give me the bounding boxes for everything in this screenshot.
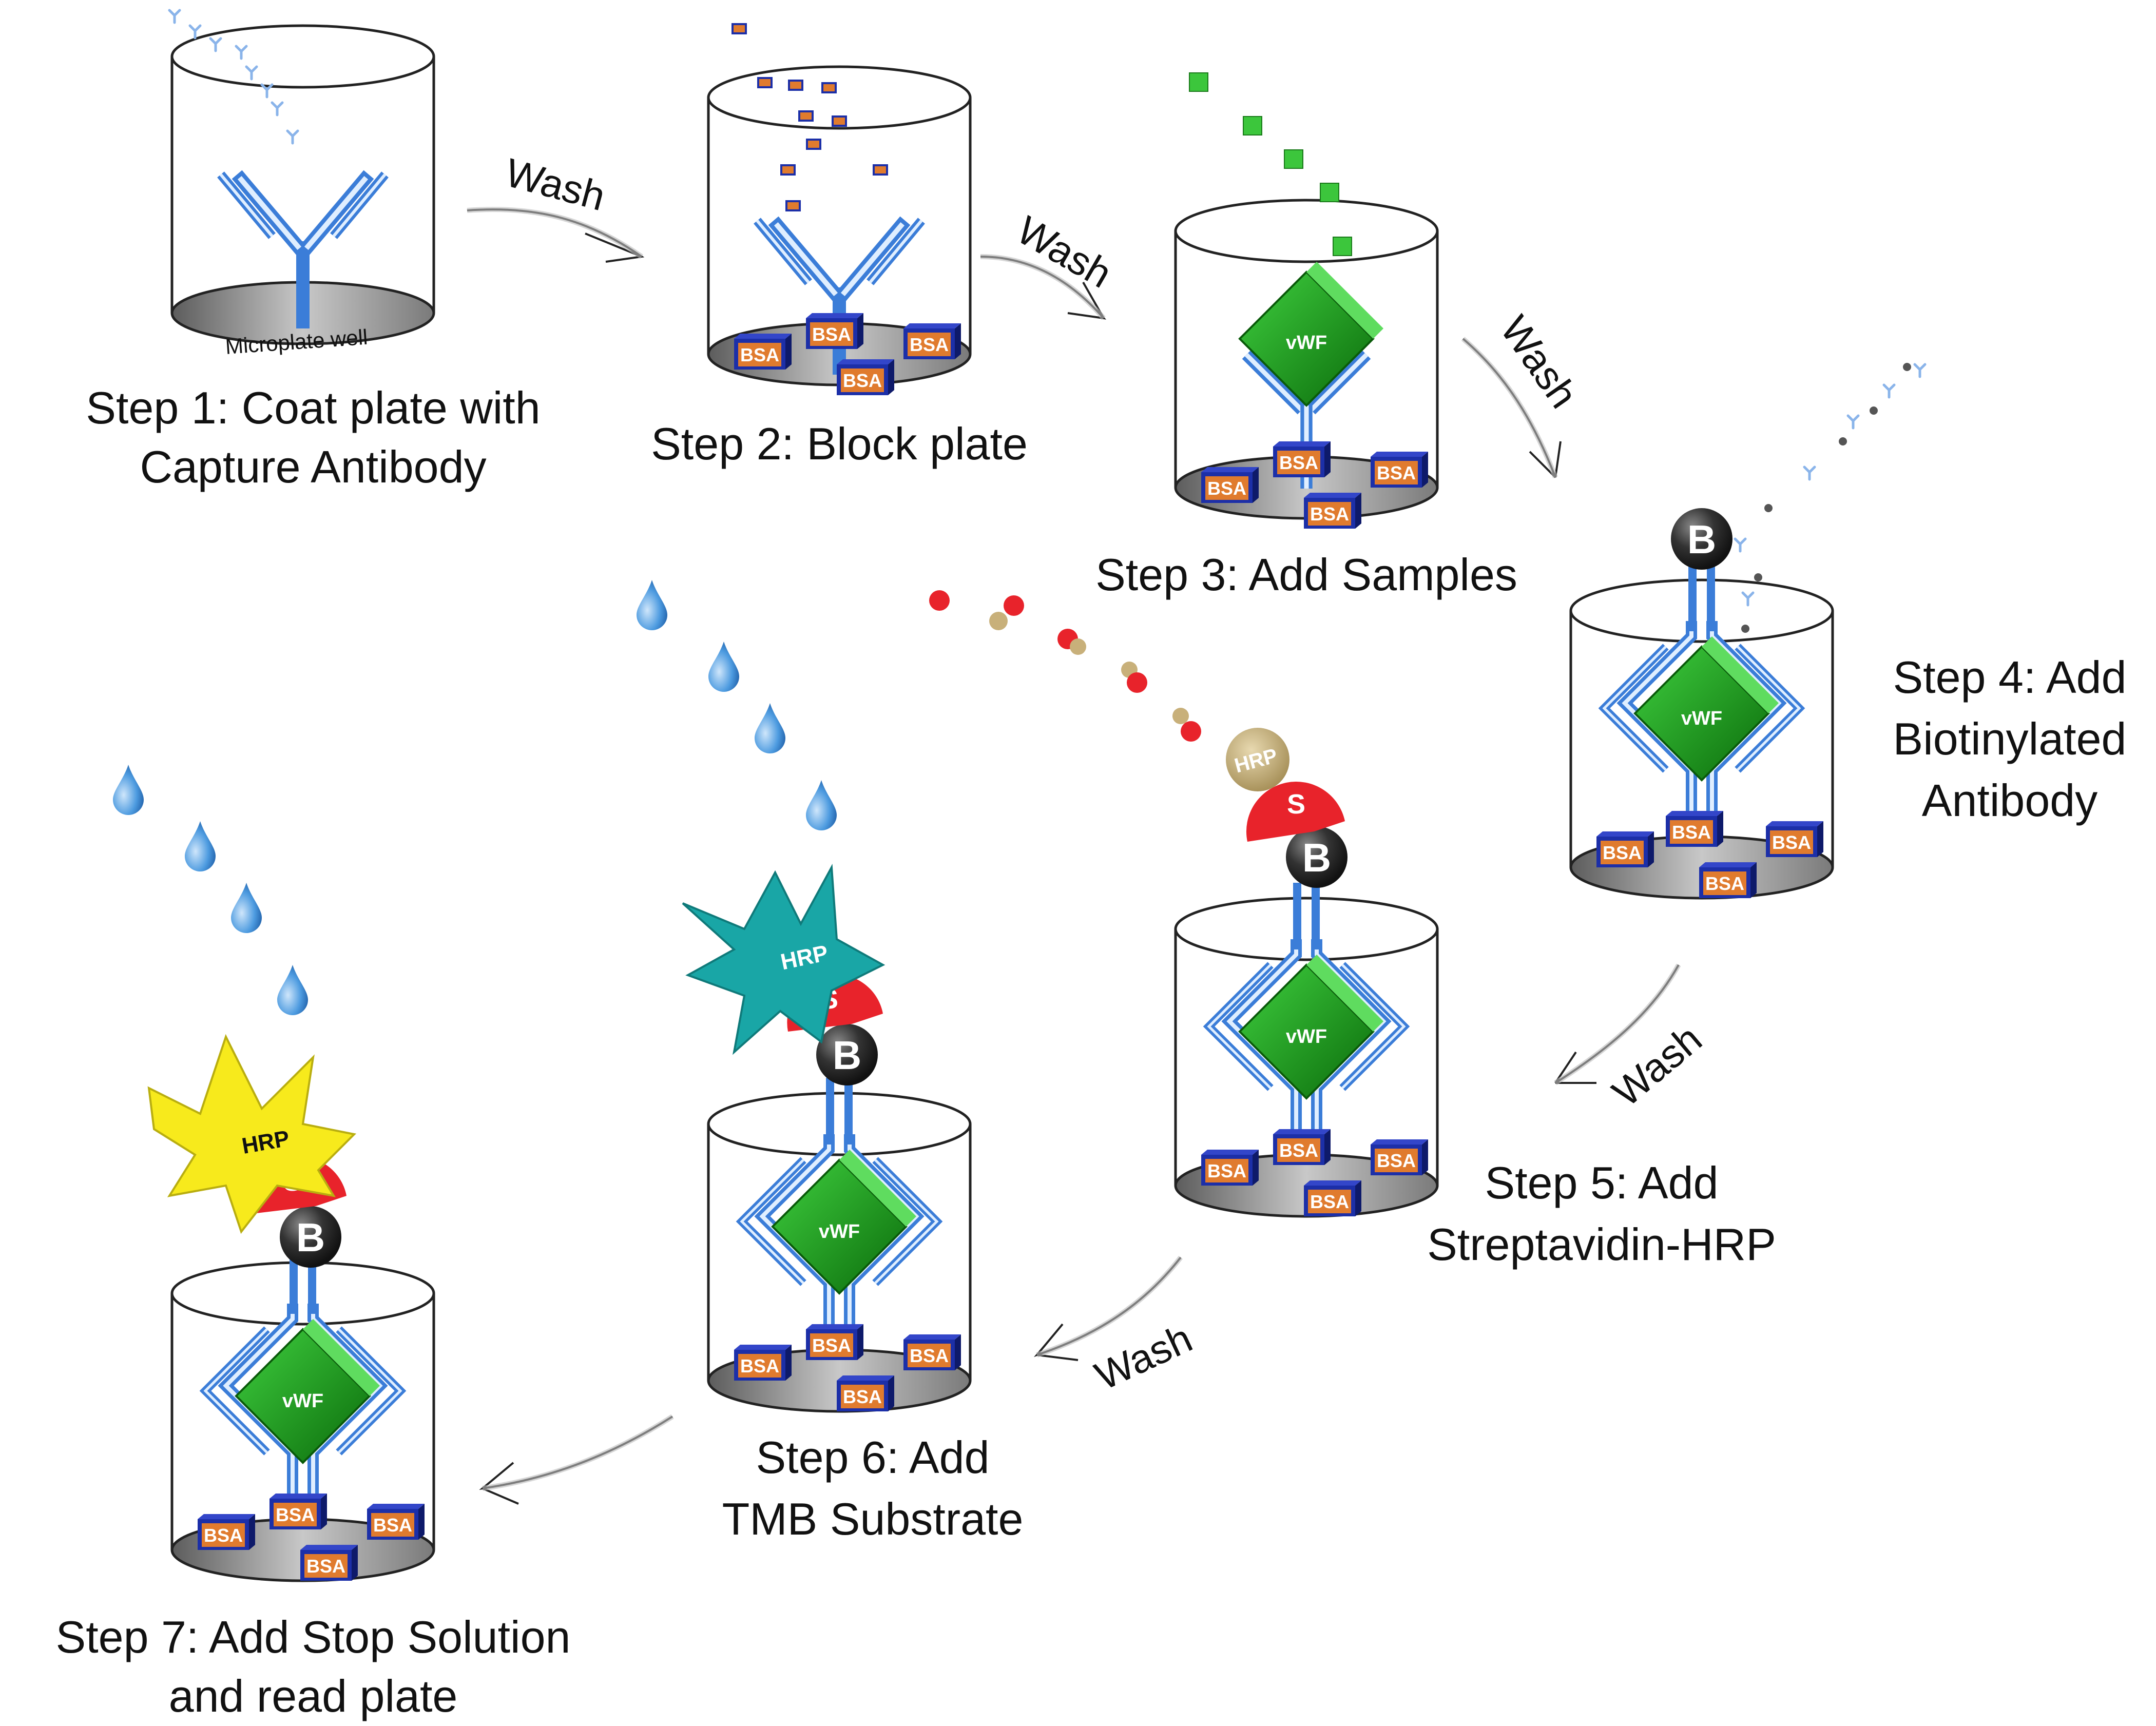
bsa-label: BSA — [306, 1556, 345, 1577]
bsa-label: BSA — [1207, 1160, 1246, 1181]
mini-strep-hrp — [929, 590, 1201, 742]
bsa-label: BSA — [204, 1525, 243, 1546]
bsa-label: BSA — [812, 324, 851, 345]
biotin-label-step7: B — [296, 1215, 325, 1260]
bsa-labels: BSA BSA BSA BSA BSA BSA BSA BSA BSA BSA BSA BSA BSA B… — [204, 324, 1811, 1577]
vwf-label-step7: vWF — [282, 1390, 323, 1412]
wash-arrow-6 — [479, 1414, 674, 1505]
wash-arrow-5: Wash — [1033, 1255, 1199, 1399]
biotin-label-step4: B — [1687, 517, 1716, 562]
wash-arrow-2: Wash — [980, 207, 1120, 320]
step1-label: Step 1: Coat plate with Capture Antibody — [86, 382, 540, 492]
well-step6: vWF B S HRP — [682, 864, 972, 1413]
bsa-label: BSA — [1310, 503, 1349, 525]
bsa-label: BSA — [1772, 832, 1811, 853]
strep-label-step5: S — [1287, 789, 1305, 820]
step4-line2: Biotinylated — [1893, 713, 2127, 764]
well-step3: vWF — [1174, 199, 1439, 529]
wash-label-5: Wash — [1088, 1315, 1199, 1399]
bsa-label: BSA — [1310, 1191, 1349, 1212]
step4-line3: Antibody — [1922, 775, 2097, 826]
mini-vwf-step3 — [1189, 72, 1352, 256]
step1-line2: Capture Antibody — [140, 441, 486, 492]
wash-label-4: Wash — [1604, 1016, 1710, 1115]
bsa-label: BSA — [1377, 1150, 1416, 1171]
step5-label: Step 5: Add Streptavidin-HRP — [1427, 1157, 1776, 1270]
well-step2 — [707, 65, 972, 395]
step7-label: Step 7: Add Stop Solution and read plate — [56, 1612, 571, 1721]
step6-line1: Step 6: Add — [756, 1432, 989, 1483]
biotin-label-step5: B — [1302, 835, 1331, 880]
wash-arrow-1: Wash — [467, 149, 645, 263]
mini-biotinylated-antibodies — [1735, 363, 1925, 633]
step1-line1: Step 1: Coat plate with — [86, 382, 540, 433]
bsa-label: BSA — [812, 1335, 851, 1356]
drops-step6 — [637, 580, 837, 830]
well-step1: Microplate well — [170, 24, 435, 359]
well-step7: vWF B S HRP — [147, 1034, 435, 1582]
bsa-label: BSA — [1603, 842, 1642, 863]
step6-label: Step 6: Add TMB Substrate — [722, 1432, 1024, 1544]
well-step5: vWF B S HRP — [1174, 728, 1439, 1218]
bsa-label: BSA — [1279, 452, 1318, 473]
wash-arrow-4: Wash — [1554, 963, 1710, 1115]
biotin-label-step6: B — [833, 1033, 861, 1078]
bsa-label: BSA — [1377, 462, 1416, 483]
bsa-label: BSA — [276, 1504, 315, 1525]
bsa-label: BSA — [843, 370, 882, 391]
step3-label: Step 3: Add Samples — [1095, 549, 1517, 600]
step5-line2: Streptavidin-HRP — [1427, 1219, 1776, 1270]
step3-line1: Step 3: Add Samples — [1095, 549, 1517, 600]
well-step4: vWF B — [1569, 508, 1834, 900]
bsa-label: BSA — [1207, 478, 1246, 499]
step2-label: Step 2: Block plate — [651, 418, 1028, 469]
vwf-label-step4: vWF — [1681, 708, 1722, 729]
bsa-label: BSA — [740, 344, 779, 365]
bsa-label: BSA — [910, 1345, 949, 1366]
step2-line1: Step 2: Block plate — [651, 418, 1028, 469]
step7-line2: and read plate — [169, 1671, 458, 1721]
step4-label: Step 4: Add Biotinylated Antibody — [1893, 652, 2126, 826]
bsa-label: BSA — [843, 1386, 882, 1407]
bsa-label: BSA — [1705, 873, 1744, 894]
bsa-label: BSA — [373, 1515, 412, 1536]
wash-label-3: Wash — [1492, 307, 1587, 416]
vwf-label-step5: vWF — [1286, 1026, 1327, 1048]
vwf-label-step3: vWF — [1286, 332, 1327, 354]
step6-line2: TMB Substrate — [722, 1494, 1024, 1544]
bsa-label: BSA — [1672, 822, 1711, 843]
bsa-label: BSA — [910, 334, 949, 355]
vwf-label-step6: vWF — [819, 1221, 860, 1243]
step7-line1: Step 7: Add Stop Solution — [56, 1612, 571, 1662]
step4-line1: Step 4: Add — [1893, 652, 2126, 703]
drops-step7 — [113, 765, 308, 1015]
wash-arrow-3: Wash — [1461, 307, 1587, 478]
bsa-label: BSA — [740, 1355, 779, 1376]
mini-bsa-step2 — [732, 23, 888, 211]
bsa-label: BSA — [1279, 1140, 1318, 1161]
step5-line1: Step 5: Add — [1485, 1157, 1718, 1208]
